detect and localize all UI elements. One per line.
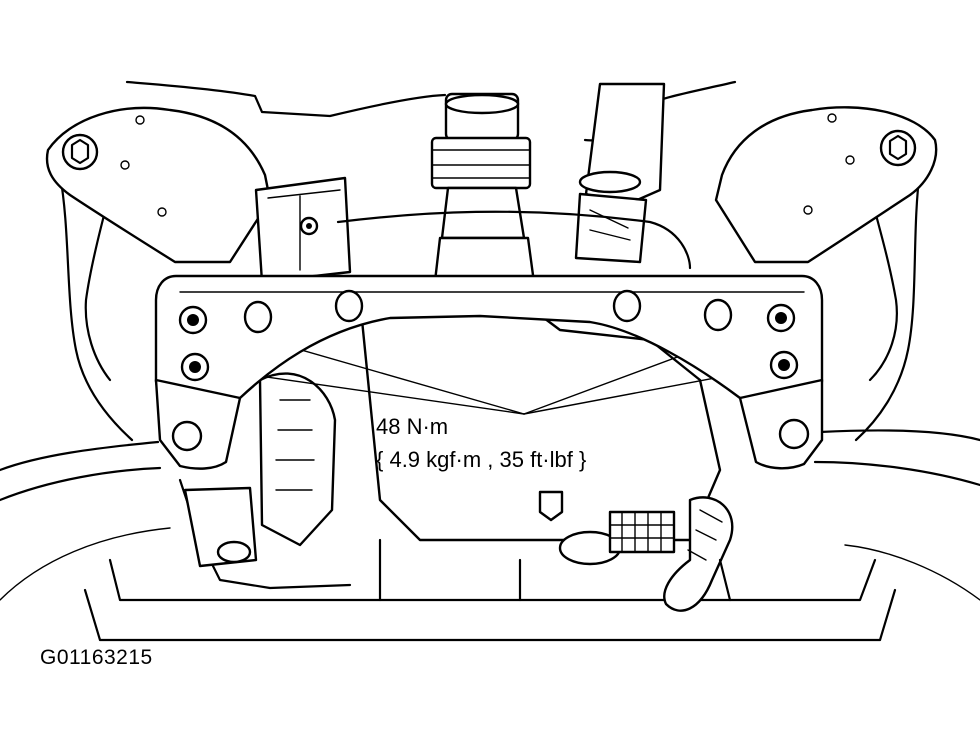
vehicle-underbody-outline [0, 80, 980, 642]
crossmember [154, 274, 824, 470]
lower-engine-body [178, 298, 734, 612]
crossmember-holes [243, 289, 733, 334]
crossmember-bolts [178, 303, 799, 382]
torque-value-nm: 48 N·m [376, 414, 449, 439]
fastener-detail [299, 216, 319, 236]
subframe-upper [45, 106, 938, 264]
torque-value-imperial: { 4.9 kgf·m , 35 ft·lbf } [376, 447, 587, 472]
figure-id: G01163215 [40, 646, 153, 669]
torque-specification: 48 N·m { 4.9 kgf·m , 35 ft·lbf } [376, 410, 586, 476]
